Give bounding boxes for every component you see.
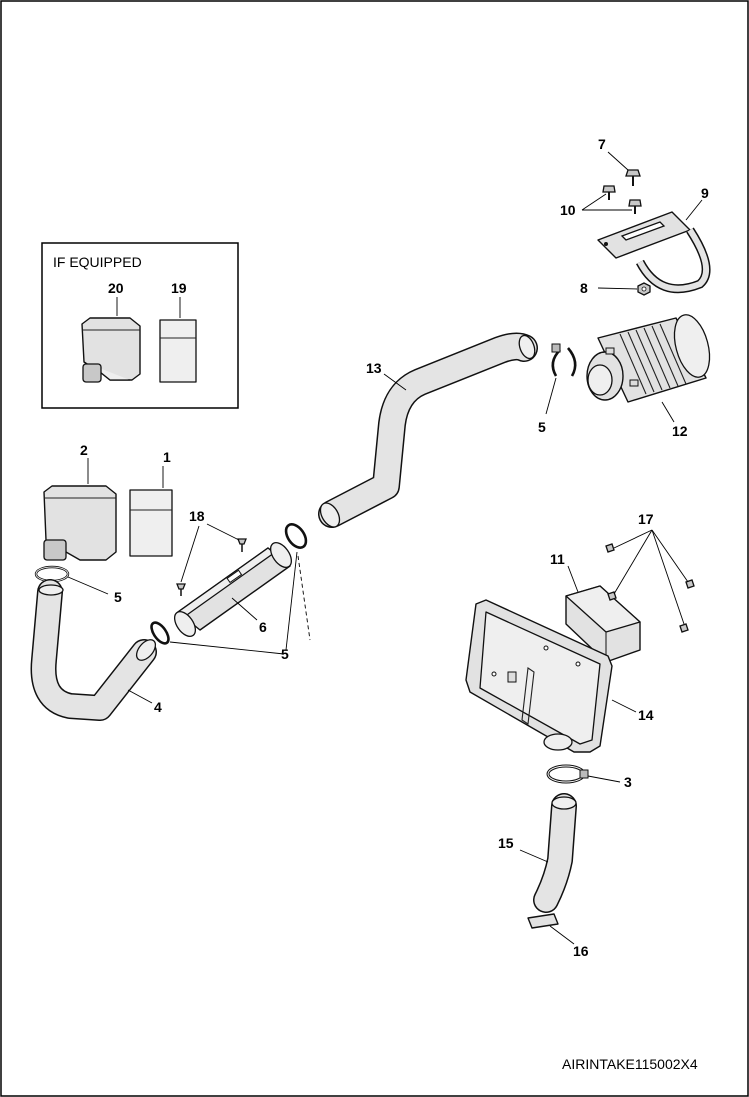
callout-3: 3 (624, 774, 632, 790)
callout-8: 8 (580, 280, 588, 296)
callout-7: 7 (598, 136, 606, 152)
callout-15: 15 (498, 835, 514, 851)
callout-11: 11 (550, 551, 565, 567)
part-2-precleaner-cover (43, 485, 117, 561)
callout-13: 13 (366, 360, 382, 376)
callout-5-right: 5 (538, 419, 546, 435)
part-5-hose-clamp-right (551, 343, 577, 377)
part-8-nut (637, 282, 651, 296)
part-1-filter-panel (129, 489, 173, 557)
part-5-hose-clamp-center (150, 621, 170, 645)
part-15-elbow-hose (533, 793, 577, 913)
callout-18: 18 (189, 508, 205, 524)
part-3-hose-clamp (546, 764, 589, 784)
part-11-foam-seal (565, 585, 641, 663)
callout-5-left: 5 (114, 589, 122, 605)
part-12-air-cleaner (586, 314, 711, 403)
inset-title: IF EQUIPPED (53, 254, 142, 270)
callout-6: 6 (259, 619, 267, 635)
part-16-rubber-cap (527, 913, 559, 929)
callout-17: 17 (638, 511, 654, 527)
callout-5-hidden: 5 (281, 646, 289, 662)
part-10-bolts (602, 185, 642, 214)
part-13-intake-hose (318, 332, 538, 528)
part-4-intake-hose (30, 579, 157, 721)
drawing-code: AIRINTAKE115002X4 (562, 1056, 698, 1072)
part-19-filter-panel (159, 319, 197, 383)
callout-9: 9 (701, 185, 709, 201)
callout-10: 10 (560, 202, 576, 218)
if-equipped-inset: IF EQUIPPED 20 19 (41, 242, 239, 409)
part-18-screws (176, 538, 247, 596)
part-5-hose-clamp-upper (284, 523, 308, 549)
callout-2: 2 (80, 442, 88, 458)
callout-14: 14 (638, 707, 654, 723)
part-14-precleaner-housing (465, 599, 613, 753)
part-20-precleaner-cover (81, 317, 141, 383)
callout-1: 1 (163, 449, 171, 465)
callout-20: 20 (108, 280, 124, 296)
callout-4: 4 (154, 699, 162, 715)
callout-19: 19 (171, 280, 187, 296)
part-6-resonator (173, 541, 293, 638)
callout-12: 12 (672, 423, 688, 439)
part-7-bolt (625, 169, 641, 186)
part-5-hose-clamp-left (34, 565, 70, 583)
inset-frame (41, 242, 239, 409)
callout-16: 16 (573, 943, 589, 959)
part-9-mounting-bracket (597, 211, 711, 294)
